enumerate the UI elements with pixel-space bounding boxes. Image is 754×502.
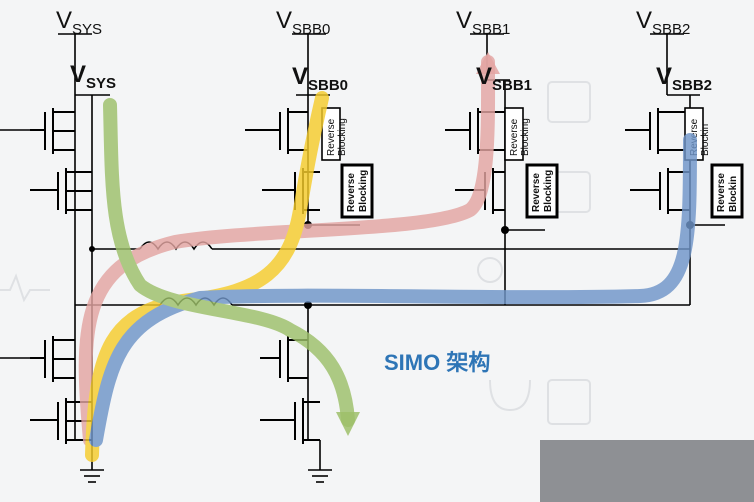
label-vsbb2: VSBB2 bbox=[636, 7, 690, 38]
label-vsys: VSYS bbox=[56, 7, 102, 38]
svg-text:Reverse: Reverse bbox=[531, 173, 542, 212]
bottle-icon bbox=[547, 379, 591, 425]
overlay-labels: VSYS VSBB0 VSBB1 VSBB2 bbox=[70, 61, 712, 94]
current-path-vsbb0 bbox=[85, 91, 329, 462]
diagram-title: SIMO 架构 bbox=[384, 350, 490, 375]
svg-text:Reverse: Reverse bbox=[326, 118, 337, 156]
mosfet-sys-low1 bbox=[30, 336, 75, 382]
svg-text:Reverse: Reverse bbox=[346, 173, 357, 212]
pulse-line-icon bbox=[0, 273, 50, 303]
current-paths bbox=[78, 55, 697, 462]
svg-text:Reverse: Reverse bbox=[509, 118, 520, 156]
dark-background-corner bbox=[540, 440, 754, 502]
svg-text:Reverse: Reverse bbox=[716, 173, 727, 212]
current-path-vsbb2 bbox=[89, 133, 697, 447]
arrow-down-ground-icon bbox=[336, 412, 360, 436]
svg-text:Blocking: Blocking bbox=[358, 170, 369, 212]
svg-text:Blockin: Blockin bbox=[728, 176, 739, 212]
reverse-blocking-boxes: Reverse Blocking Reverse Blocking Revers… bbox=[321, 107, 744, 219]
reverse-blocking-sbb1-b: Reverse Blocking bbox=[525, 163, 559, 219]
mosfet-sys-mid bbox=[30, 168, 92, 214]
svg-text:Blockin: Blockin bbox=[700, 124, 711, 156]
mosfet-sbb2-top bbox=[625, 108, 690, 154]
mosfet-sbb2-mid bbox=[630, 168, 690, 214]
virus-icon bbox=[477, 257, 503, 283]
pill-icon bbox=[547, 81, 591, 123]
rail-labels: VSYS VSBB0 VSBB1 VSBB2 bbox=[56, 7, 690, 38]
reverse-blocking-sbb2-b: Reverse Blockin bbox=[710, 163, 744, 219]
background-decoration bbox=[0, 81, 591, 425]
stethoscope-icon bbox=[489, 379, 531, 412]
overlay-label-vsbb1: VSBB1 bbox=[476, 63, 532, 94]
mosfet-sbb0-top bbox=[245, 108, 308, 154]
reverse-blocking-sbb0-a: Reverse Blocking bbox=[321, 107, 348, 161]
current-path-ground bbox=[103, 98, 355, 427]
overlay-label-vsbb2: VSBB2 bbox=[656, 63, 712, 94]
arrow-up-vsbb1-icon bbox=[476, 52, 500, 74]
mosfet-sys-top bbox=[30, 108, 75, 154]
svg-text:Blocking: Blocking bbox=[520, 118, 531, 156]
label-vsbb0: VSBB0 bbox=[276, 7, 330, 38]
mosfet-sbb1-top bbox=[445, 108, 505, 154]
svg-text:Blocking: Blocking bbox=[543, 170, 554, 212]
svg-text:Blocking: Blocking bbox=[337, 118, 348, 156]
overlay-label-vsys: VSYS bbox=[70, 61, 116, 92]
label-vsbb1: VSBB1 bbox=[456, 7, 510, 38]
reverse-blocking-sbb0-b: Reverse Blocking bbox=[340, 163, 374, 219]
mosfet-sbb0-low2 bbox=[260, 398, 320, 444]
overlay-label-vsbb0: VSBB0 bbox=[292, 63, 348, 94]
reverse-blocking-sbb1-a: Reverse Blocking bbox=[504, 107, 531, 161]
